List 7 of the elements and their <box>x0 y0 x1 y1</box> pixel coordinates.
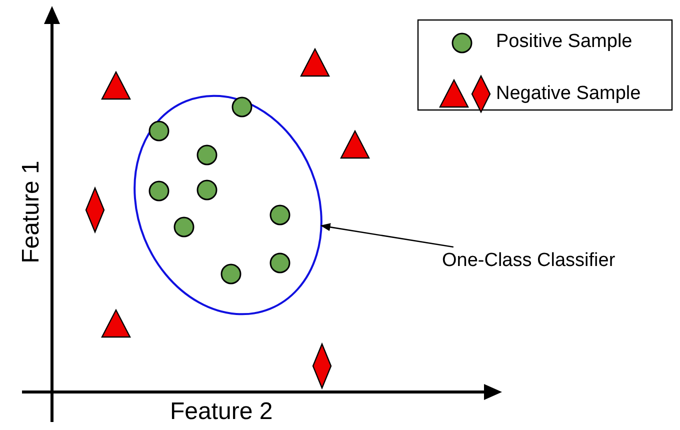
legend-label: Negative Sample <box>496 83 641 105</box>
axis-title: Feature 2 <box>170 398 273 426</box>
legend-label: Positive Sample <box>496 31 632 53</box>
classifier-boundary <box>134 94 322 316</box>
callout-label: One-Class Classifier <box>442 250 616 272</box>
axis-title: Feature 1 <box>17 160 46 264</box>
leader-line <box>320 223 454 248</box>
